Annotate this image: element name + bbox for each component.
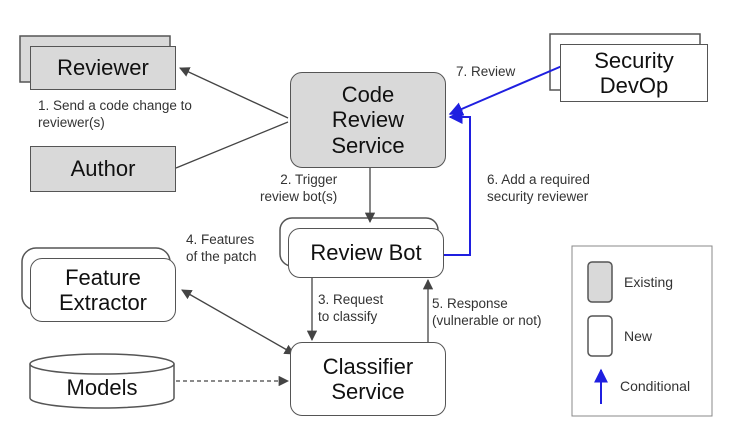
label-features: 4. Features of the patch: [186, 232, 257, 264]
reviewer-node: Reviewer: [30, 46, 176, 90]
edge-features: [181, 289, 295, 355]
edge-security-review: [448, 65, 563, 116]
legend-new-swatch: [587, 315, 613, 357]
label-send-code-change: 1. Send a code change to reviewer(s): [38, 98, 192, 130]
author-node: Author: [30, 146, 176, 192]
feature-extractor-node: Feature Extractor: [30, 258, 176, 322]
legend-conditional-label: Conditional: [620, 378, 691, 394]
review-bot-node: Review Bot: [288, 228, 444, 278]
legend-existing-swatch: [587, 261, 613, 303]
security-devop-node: Security DevOp: [560, 44, 708, 102]
label-trigger-bot: 2. Trigger review bot(s): [260, 172, 338, 204]
label-add-security-reviewer: 6. Add a required security reviewer: [487, 172, 590, 204]
edge-author-to-crs: [175, 121, 289, 169]
edge-add-security-reviewer: [444, 110, 471, 256]
label-response: 5. Response (vulnerable or not): [432, 296, 542, 328]
models-cylinder: [29, 353, 175, 409]
models-node: Models: [66, 375, 138, 401]
label-request-classify: 3. Request to classify: [318, 292, 384, 324]
edge-send-to-reviewer: [179, 67, 289, 119]
legend-existing-label: Existing: [624, 274, 674, 290]
code-review-service-node: Code Review Service: [290, 72, 446, 168]
legend-new-label: New: [624, 328, 653, 344]
classifier-service-node: Classifier Service: [290, 342, 446, 416]
label-review: 7. Review: [456, 64, 516, 79]
